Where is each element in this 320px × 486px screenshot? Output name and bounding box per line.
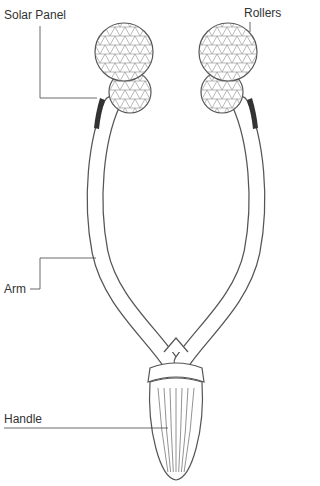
- part-label: Solar Panel: [4, 8, 66, 22]
- part-label: Arm: [4, 282, 26, 296]
- upper-ball-texture: [95, 23, 153, 81]
- roller-half: [94, 23, 170, 362]
- handle-grooves: [158, 388, 194, 472]
- part-label: Rollers: [244, 6, 281, 20]
- handle-groove: [176, 388, 177, 472]
- neck: [164, 338, 188, 352]
- leader-line: [30, 258, 96, 289]
- arm-outline: [95, 104, 170, 362]
- handle-groove: [184, 388, 194, 472]
- part-label: Handle: [4, 412, 42, 426]
- leader-lines: [4, 22, 250, 428]
- handle-groove: [170, 388, 173, 472]
- handle-groove: [164, 388, 171, 472]
- leader-line: [250, 22, 251, 32]
- handle-groove: [181, 388, 188, 472]
- upper-ball: [95, 23, 153, 81]
- handle-groove: [179, 388, 182, 472]
- roller-half-mirror: [182, 23, 258, 362]
- leader-line: [4, 428, 168, 429]
- leader-line: [40, 26, 97, 98]
- solar-panel: [94, 98, 105, 129]
- arm-fill: [95, 104, 170, 362]
- handle-body: [150, 378, 203, 480]
